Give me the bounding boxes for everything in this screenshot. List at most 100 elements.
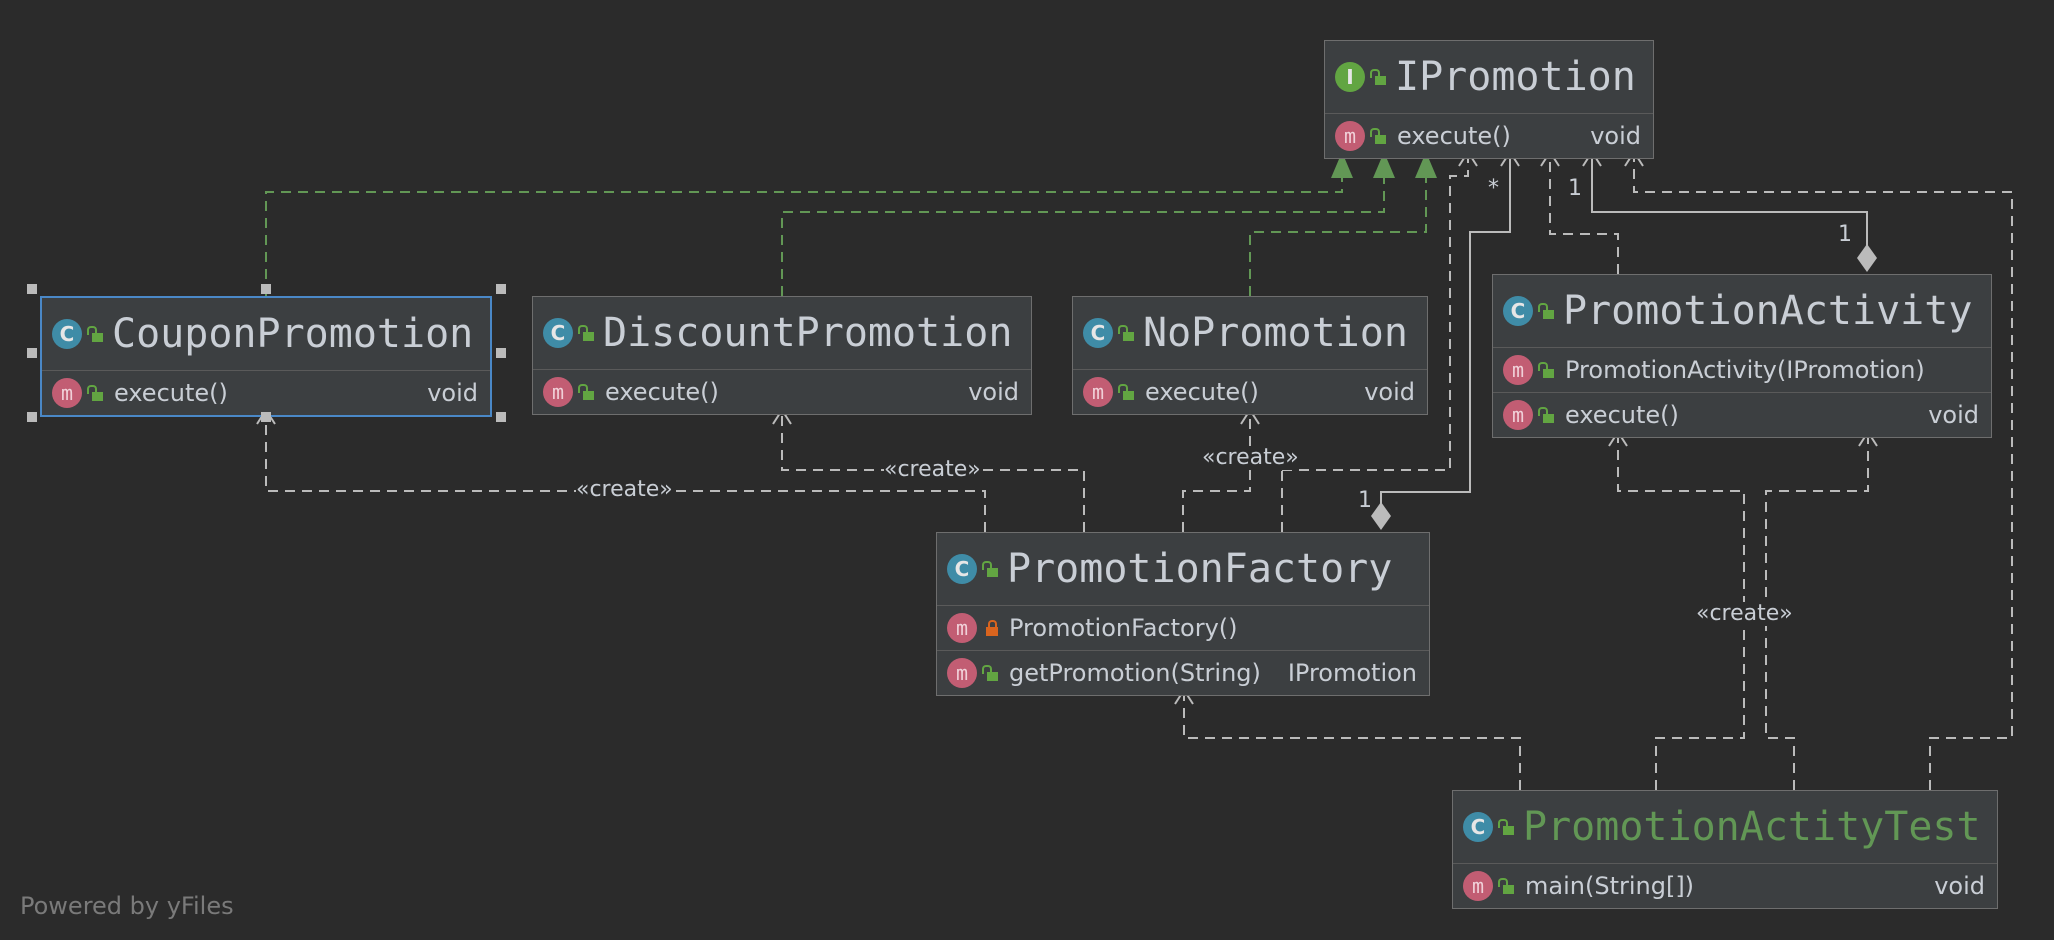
multiplicity-star: * [1488, 176, 1499, 201]
class-promotion-actity-test[interactable]: C PromotionActityTest m main(String[]) v… [1452, 790, 1998, 909]
implements-arrowhead-3 [1415, 152, 1437, 178]
edge-discount-implements [781, 178, 1385, 296]
constructor-row[interactable]: m PromotionFactory() [937, 605, 1429, 650]
method-row[interactable]: m execute() void [533, 369, 1031, 414]
implements-arrowhead-1 [1331, 152, 1353, 178]
selection-handle[interactable] [27, 284, 37, 294]
edge-test-uses-activity [1765, 432, 1869, 790]
public-visibility-icon [578, 325, 595, 341]
edge-factory-create-nopromo-a [1182, 410, 1251, 532]
public-visibility-icon [982, 665, 999, 681]
selection-handle[interactable] [496, 348, 506, 358]
interface-icon: I [1335, 62, 1365, 92]
class-name: PromotionActivity [1563, 288, 1973, 334]
method-return-type: void [1590, 122, 1641, 150]
method-return-type: void [1364, 378, 1415, 406]
multiplicity-one-ipromotion: 1 [1568, 176, 1582, 201]
method-name: execute() [1145, 378, 1259, 406]
selection-handle[interactable] [496, 284, 506, 294]
method-icon: m [947, 613, 977, 643]
edge-factory-uses-ipromotion [1282, 152, 1469, 471]
method-icon: m [1503, 400, 1533, 430]
class-header: C CouponPromotion [42, 298, 490, 370]
public-visibility-icon [1118, 325, 1135, 341]
method-name: execute() [114, 379, 228, 407]
class-header: C PromotionActityTest [1453, 791, 1997, 863]
edge-test-uses-ipromotion [1633, 152, 2013, 790]
method-row[interactable]: m getPromotion(String) IPromotion [937, 650, 1429, 695]
class-header: C PromotionActivity [1493, 275, 1991, 347]
class-discount-promotion[interactable]: C DiscountPromotion m execute() void [532, 296, 1032, 415]
method-return-type: IPromotion [1287, 659, 1417, 687]
class-coupon-promotion[interactable]: C CouponPromotion m execute() void [40, 296, 492, 417]
public-visibility-icon [1370, 128, 1387, 144]
method-return-type: void [1934, 872, 1985, 900]
method-row[interactable]: m execute() void [1073, 369, 1427, 414]
method-icon: m [947, 658, 977, 688]
class-promotion-activity[interactable]: C PromotionActivity m PromotionActivity(… [1492, 274, 1992, 438]
create-label-coupon: «create» [576, 477, 673, 502]
method-return-type: void [968, 378, 1019, 406]
edge-activity-uses-ipromotion [1549, 152, 1619, 274]
class-promotion-factory[interactable]: C PromotionFactory m PromotionFactory() … [936, 532, 1430, 696]
public-visibility-icon [87, 385, 104, 401]
class-name: IPromotion [1395, 54, 1636, 100]
public-visibility-icon [1370, 69, 1387, 85]
class-icon: C [1503, 296, 1533, 326]
class-ipromotion[interactable]: I IPromotion m execute() void [1324, 40, 1654, 159]
method-name: PromotionFactory() [1009, 614, 1238, 642]
multiplicity-one-factory: 1 [1358, 488, 1372, 513]
class-no-promotion[interactable]: C NoPromotion m execute() void [1072, 296, 1428, 415]
public-visibility-icon [1498, 878, 1515, 894]
selection-handle[interactable] [261, 284, 271, 294]
class-name: CouponPromotion [112, 311, 474, 357]
method-icon: m [1463, 871, 1493, 901]
method-row[interactable]: m execute() void [42, 370, 490, 415]
method-name: execute() [1397, 122, 1511, 150]
method-name: execute() [1565, 401, 1679, 429]
method-icon: m [543, 377, 573, 407]
method-row[interactable]: m execute() void [1325, 113, 1653, 158]
edge-factory-aggregates-ipromotion [1380, 152, 1511, 508]
diamond-activity [1857, 244, 1877, 272]
class-header: C PromotionFactory [937, 533, 1429, 605]
class-header: C NoPromotion [1073, 297, 1427, 369]
method-name: PromotionActivity(IPromotion) [1565, 356, 1925, 384]
implements-arrowhead-2 [1373, 152, 1395, 178]
constructor-row[interactable]: m PromotionActivity(IPromotion) [1493, 347, 1991, 392]
method-icon: m [1083, 377, 1113, 407]
selection-handle[interactable] [27, 412, 37, 422]
class-header: I IPromotion [1325, 41, 1653, 113]
method-row[interactable]: m main(String[]) void [1453, 863, 1997, 908]
class-name: PromotionActityTest [1523, 804, 1981, 850]
public-visibility-icon [1118, 384, 1135, 400]
class-name: PromotionFactory [1007, 546, 1393, 592]
edge-coupon-implements [265, 178, 1343, 296]
method-name: getPromotion(String) [1009, 659, 1261, 687]
public-visibility-icon [578, 384, 595, 400]
powered-by-footer: Powered by yFiles [20, 892, 234, 920]
edge-test-uses-factory [1183, 690, 1521, 790]
selection-handle[interactable] [496, 412, 506, 422]
multiplicity-one-activity: 1 [1838, 222, 1852, 247]
method-icon: m [52, 378, 82, 408]
public-visibility-icon [1538, 303, 1555, 319]
class-icon: C [1083, 318, 1113, 348]
selection-handle[interactable] [261, 412, 271, 422]
diamond-factory [1371, 502, 1391, 530]
edge-activity-aggregates-ipromotion [1591, 152, 1868, 250]
selection-handle[interactable] [27, 348, 37, 358]
class-icon: C [543, 318, 573, 348]
class-icon: C [52, 319, 82, 349]
class-header: C DiscountPromotion [533, 297, 1031, 369]
method-icon: m [1335, 121, 1365, 151]
class-name: NoPromotion [1143, 310, 1408, 356]
create-label-discount: «create» [884, 457, 981, 482]
public-visibility-icon [1498, 819, 1515, 835]
class-name: DiscountPromotion [603, 310, 1013, 356]
public-visibility-icon [1538, 407, 1555, 423]
private-visibility-icon [985, 620, 999, 636]
create-label-nopromo: «create» [1202, 445, 1299, 470]
method-return-type: void [1928, 401, 1979, 429]
method-row[interactable]: m execute() void [1493, 392, 1991, 437]
